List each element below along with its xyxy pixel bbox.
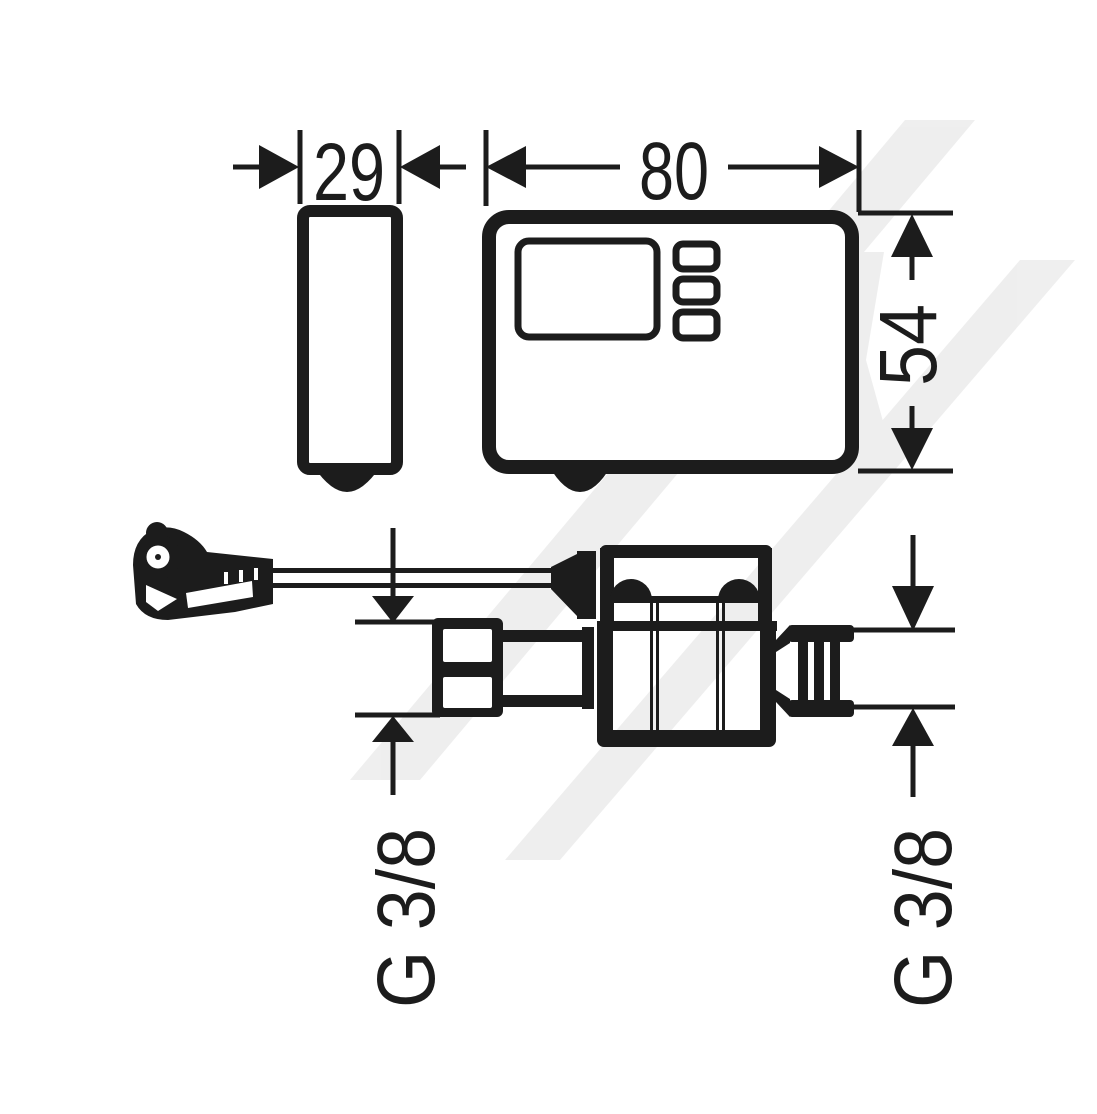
dimension-54: 54 (858, 210, 954, 474)
outlet-thread-connection (776, 625, 854, 717)
control-unit-side-view (297, 205, 403, 492)
dim-54-top-arrow (891, 214, 933, 257)
coil-dome-right (718, 579, 760, 600)
valve-body (597, 621, 777, 747)
dimension-29: 29 (233, 127, 466, 218)
cable-plug-pin (155, 554, 161, 560)
plug-cutout-1 (146, 585, 177, 611)
side-view-cable-gland (314, 464, 380, 492)
g38-right-top-arrow (892, 586, 934, 631)
inlet-pipe-bottom (503, 695, 591, 707)
strain-relief (551, 551, 596, 619)
display-panel (514, 237, 661, 341)
dimension-g38-inlet-label: G 3/8 (361, 828, 452, 1008)
dimension-g38-inlet: G 3/8 (355, 528, 452, 1008)
dimension-80-label: 80 (639, 126, 709, 217)
function-button-2 (672, 275, 721, 306)
dim-54-bottom-arrow (891, 428, 933, 470)
function-button-1 (672, 240, 721, 273)
coil-dome-left (610, 579, 652, 600)
g38-right-bottom-arrow (892, 708, 934, 746)
cable-plug (133, 522, 273, 620)
solenoid-coil (600, 545, 772, 622)
plug-cutout-2 (186, 581, 253, 608)
dimension-54-label: 54 (863, 304, 954, 386)
inlet-flange (582, 627, 594, 709)
g38-left-top-arrow (372, 596, 414, 623)
dimension-g38-outlet: G 3/8 (852, 535, 969, 1008)
front-view-cable-gland (549, 462, 611, 492)
inlet-pipe-top (503, 630, 591, 642)
dim-29-right-arrow (400, 145, 440, 189)
dimension-80: 80 (483, 126, 862, 217)
g38-left-bottom-arrow (372, 716, 414, 742)
inlet-connection (432, 618, 594, 717)
sensor-cable (273, 568, 553, 588)
side-view-body (297, 205, 403, 475)
dimension-g38-outlet-label: G 3/8 (878, 828, 969, 1008)
function-button-3 (672, 308, 721, 342)
dim-29-left-arrow (259, 145, 299, 189)
dim-80-left-arrow (486, 146, 526, 188)
solenoid-valve-assembly (133, 522, 854, 747)
dimension-29-label: 29 (313, 127, 385, 218)
control-unit-front-view (482, 210, 859, 492)
dim-80-right-arrow (819, 146, 859, 188)
